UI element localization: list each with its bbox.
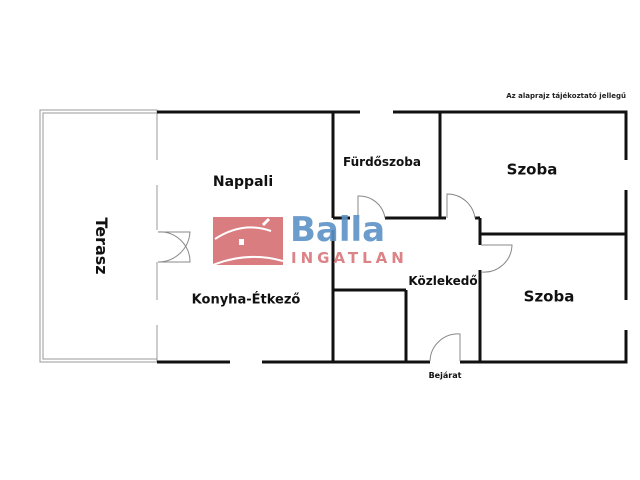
windows (155, 110, 628, 364)
room-label-living: Nappali (212, 174, 274, 190)
balla-ingatlan-logo: Balla INGATLAN (213, 213, 404, 267)
room-label-room-1: Szoba (506, 160, 558, 179)
room-label-hall: Közlekedő (408, 274, 478, 288)
room-label-terrace: Terasz (92, 217, 111, 275)
room-label-kitchen: Konyha-Étkező (191, 292, 301, 308)
room-label-room-2: Szoba (523, 287, 575, 306)
doors (157, 193, 513, 362)
entrance-label: Bejárat (428, 371, 462, 380)
logo-subtitle: INGATLAN (291, 249, 408, 267)
logo-word: Balla (290, 210, 386, 250)
room-label-bathroom: Fürdőszoba (343, 155, 421, 169)
disclaimer-note: Az alaprajz tájékoztató jellegű (506, 92, 626, 100)
house-logo-icon (213, 217, 283, 265)
